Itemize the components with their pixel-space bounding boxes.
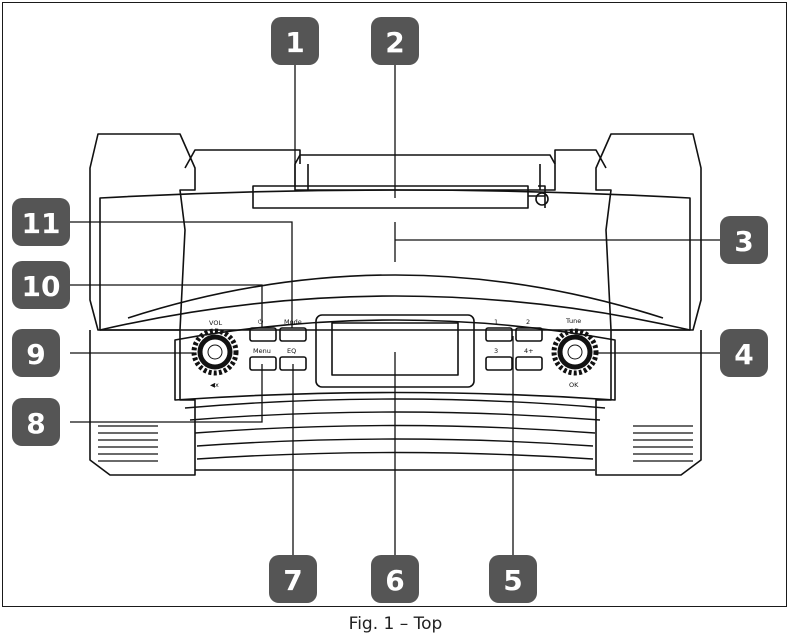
callout-4: 4 bbox=[720, 329, 768, 377]
eq-label: EQ bbox=[287, 347, 296, 355]
mode-button bbox=[279, 327, 307, 342]
figure-caption: Fig. 1 – Top bbox=[348, 614, 443, 634]
menu-label: Menu bbox=[253, 347, 271, 355]
mute-label: ◀x bbox=[210, 381, 219, 389]
body-upper bbox=[99, 189, 691, 331]
handle bbox=[294, 154, 556, 191]
left-foot bbox=[89, 330, 196, 476]
radio-top-diagram: VOL ◀x ⏻ Mode Menu EQ 1 2 3 4+ Tune OK 1… bbox=[12, 17, 768, 603]
callout-2: 2 bbox=[371, 17, 419, 65]
svg-text:11: 11 bbox=[22, 207, 61, 240]
vol-label: VOL bbox=[209, 319, 222, 327]
svg-text:2: 2 bbox=[385, 26, 404, 59]
callout-1: 1 bbox=[271, 17, 319, 65]
svg-text:6: 6 bbox=[385, 564, 404, 597]
preset-1-button bbox=[485, 327, 513, 342]
svg-text:10: 10 bbox=[22, 270, 61, 303]
preset-4-button bbox=[515, 356, 543, 371]
preset-4-label: 4+ bbox=[524, 347, 534, 355]
preset-2-button bbox=[515, 327, 543, 342]
power-button bbox=[249, 327, 277, 342]
left-frame bbox=[89, 133, 196, 331]
callout-11: 11 bbox=[12, 198, 70, 246]
callout-5: 5 bbox=[489, 555, 537, 603]
tune-label: Tune bbox=[565, 317, 581, 325]
callout-10: 10 bbox=[12, 261, 70, 309]
preset-1-label: 1 bbox=[494, 318, 498, 326]
svg-text:5: 5 bbox=[503, 564, 522, 597]
callout-6: 6 bbox=[371, 555, 419, 603]
menu-button bbox=[249, 356, 277, 371]
right-foot bbox=[595, 330, 702, 476]
figure-frame bbox=[2, 2, 787, 607]
power-label: ⏻ bbox=[258, 318, 263, 326]
callout-8: 8 bbox=[12, 398, 60, 446]
mode-label: Mode bbox=[284, 318, 302, 326]
ok-label: OK bbox=[569, 381, 579, 389]
callout-9: 9 bbox=[12, 329, 60, 377]
right-frame bbox=[595, 133, 702, 331]
svg-text:9: 9 bbox=[26, 338, 45, 371]
tune-knob[interactable] bbox=[551, 328, 599, 376]
svg-text:4: 4 bbox=[734, 338, 753, 371]
svg-text:8: 8 bbox=[26, 407, 45, 440]
preset-3-button bbox=[485, 356, 513, 371]
svg-text:7: 7 bbox=[283, 564, 302, 597]
callout-7: 7 bbox=[269, 555, 317, 603]
volume-knob[interactable] bbox=[191, 328, 239, 376]
svg-text:1: 1 bbox=[285, 26, 304, 59]
preset-3-label: 3 bbox=[494, 347, 498, 355]
handle-bar bbox=[252, 185, 529, 209]
svg-text:3: 3 bbox=[734, 225, 753, 258]
control-panel bbox=[174, 319, 616, 401]
callout-3: 3 bbox=[720, 216, 768, 264]
preset-2-label: 2 bbox=[526, 318, 530, 326]
